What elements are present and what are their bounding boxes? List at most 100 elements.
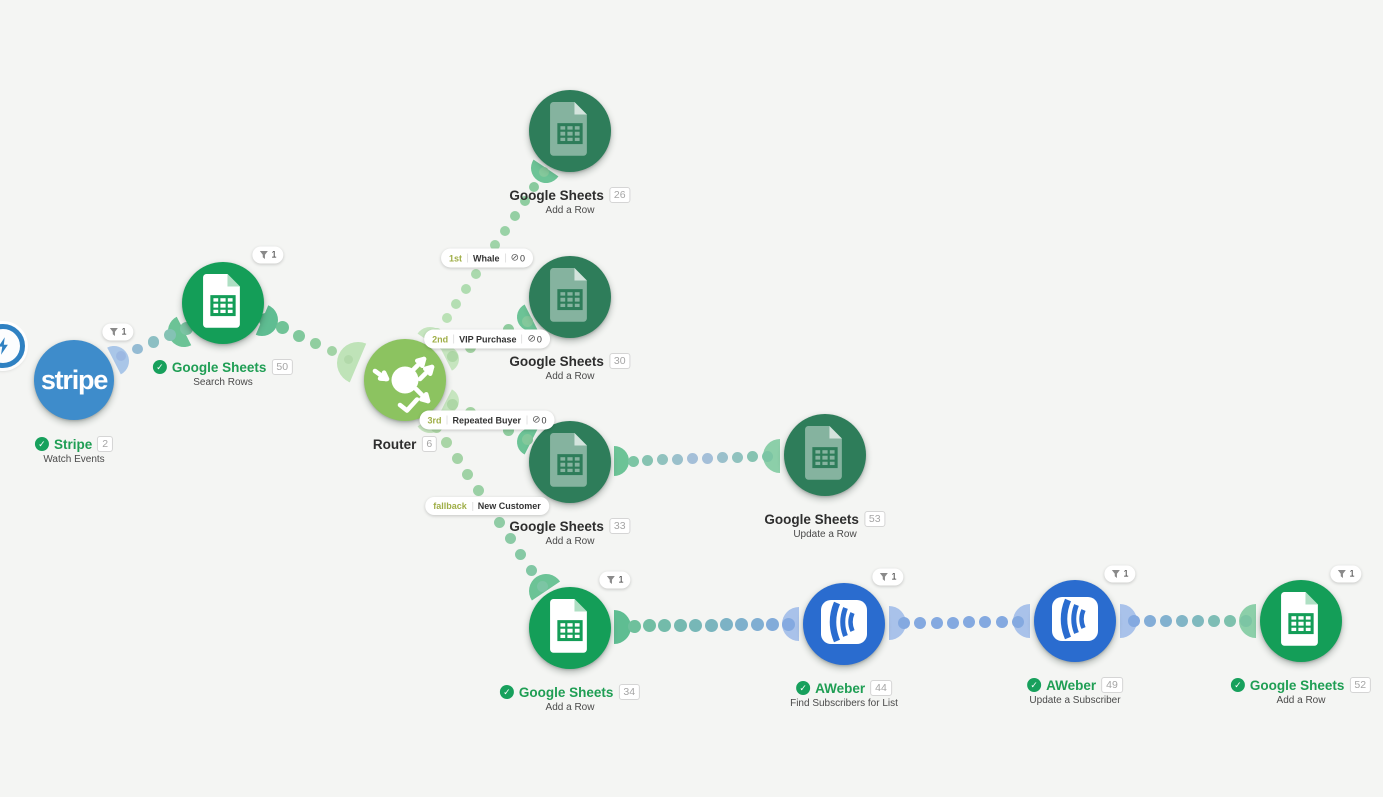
node-id-badge: 53 [863,511,886,527]
node-id-badge: 52 [1349,677,1372,693]
node-sublabel: Add a Row [545,702,595,713]
node-sublabel: Add a Row [545,371,595,382]
no-entry-icon: ⊘ [510,252,519,264]
google-sheets-module-circle[interactable] [784,414,866,496]
connection-dot [147,336,160,348]
connection-dot [163,328,176,342]
node-label: AWeber [815,680,866,696]
google-sheets-icon [802,425,848,485]
connection-dot [275,321,289,335]
google-sheets-icon [547,101,593,161]
connection-dot [1128,615,1140,627]
connection-dot [672,453,684,465]
connection-dot [116,351,126,361]
connection-lens [614,446,629,476]
connection-dot [343,354,353,364]
aweber-module-circle[interactable] [1034,580,1116,662]
google-sheets-module-circle[interactable] [529,421,611,503]
route-pill-whale[interactable]: 1st Whale ⊘0 [441,248,533,268]
connection-dot [701,452,713,464]
google-sheets-module-circle[interactable] [1260,580,1342,662]
node-label: Google Sheets [509,353,604,369]
node-label: Google Sheets [1249,677,1345,693]
filter-icon [879,573,888,581]
connection-dot [627,619,641,633]
connection-dot [898,617,910,629]
route-pill-vip-purchase[interactable]: 2nd VIP Purchase ⊘0 [424,329,550,349]
connection-dot [441,437,453,449]
node-label: Google Sheets [509,187,604,203]
node-sublabel: Update a Subscriber [1029,695,1121,706]
filter-icon [606,576,615,584]
route-pill-repeated-buyer[interactable]: 3rd Repeated Buyer ⊘0 [419,410,555,430]
filter-badge[interactable]: 1 [102,323,134,341]
node-sublabel: Find Subscribers for List [790,698,898,709]
filter-badge[interactable]: 1 [872,568,904,586]
connection-dot [642,454,654,466]
filter-icon [109,328,118,336]
router-module-circle[interactable] [364,339,446,421]
connection-dot [519,196,530,207]
verified-icon: ✓ [796,681,811,695]
connection-dot [746,451,758,463]
google-sheets-module-circle[interactable] [182,262,264,344]
unprocessed-count: ⊘0 [527,333,542,345]
connection-dot [472,485,484,497]
google-sheets-icon [547,267,593,327]
google-sheets-module-circle[interactable] [529,256,611,338]
filter-badge[interactable]: 1 [252,246,284,264]
connection-dot [451,453,463,465]
unprocessed-count: ⊘0 [510,252,525,264]
connection-dot [521,433,533,445]
verified-icon: ✓ [1027,678,1042,692]
connection-dot [500,225,511,236]
filter-badge[interactable]: 1 [1330,565,1362,583]
route-pill-new-customer[interactable]: fallback New Customer [425,497,549,515]
stripe-module-circle[interactable]: stripe [0,324,114,420]
no-entry-icon: ⊘ [527,333,536,345]
connection-dot [451,298,462,309]
connection-dot [781,617,795,631]
node-sublabel: Update a Row [793,529,857,540]
connection-dot [504,532,516,544]
connection-dot [750,617,764,631]
router-icon [372,356,435,413]
connection-lens [889,606,906,640]
connection-dot [673,618,687,632]
verified-icon: ✓ [152,360,167,374]
google-sheets-module-circle[interactable] [529,90,611,172]
filter-badge[interactable]: 1 [599,571,631,589]
connection-dot [446,398,458,410]
connection-dot [658,619,672,633]
node-label: Google Sheets [171,359,267,375]
node-label: Google Sheets [509,518,604,534]
node-id-badge: 33 [608,518,631,534]
connection-dot [502,424,514,436]
connection-dot [704,618,718,632]
connection-dot [946,616,959,629]
connection-dot [979,616,992,629]
connection-dot [930,616,943,629]
connection-dot [1224,615,1236,627]
google-sheets-module-circle[interactable] [529,587,611,669]
node-id-badge: 44 [870,680,892,696]
filter-icon [1337,570,1346,578]
node-id-badge: 26 [608,187,631,203]
connection-dot [131,343,143,355]
connection-dot [470,269,481,280]
connection-dot [326,346,337,357]
google-sheets-icon [547,598,593,658]
connection-dot [719,618,733,632]
connection-dot [529,181,540,192]
node-label: Google Sheets [518,684,614,700]
connection-dot [309,337,321,349]
connection-dot [995,616,1008,629]
filter-icon [259,251,268,259]
filter-badge[interactable]: 1 [1104,565,1136,583]
connection-lens [614,610,631,644]
connection-dot [716,452,728,464]
connection-dot [1012,616,1024,628]
connection-dot [1192,615,1204,627]
aweber-module-circle[interactable] [803,583,885,665]
